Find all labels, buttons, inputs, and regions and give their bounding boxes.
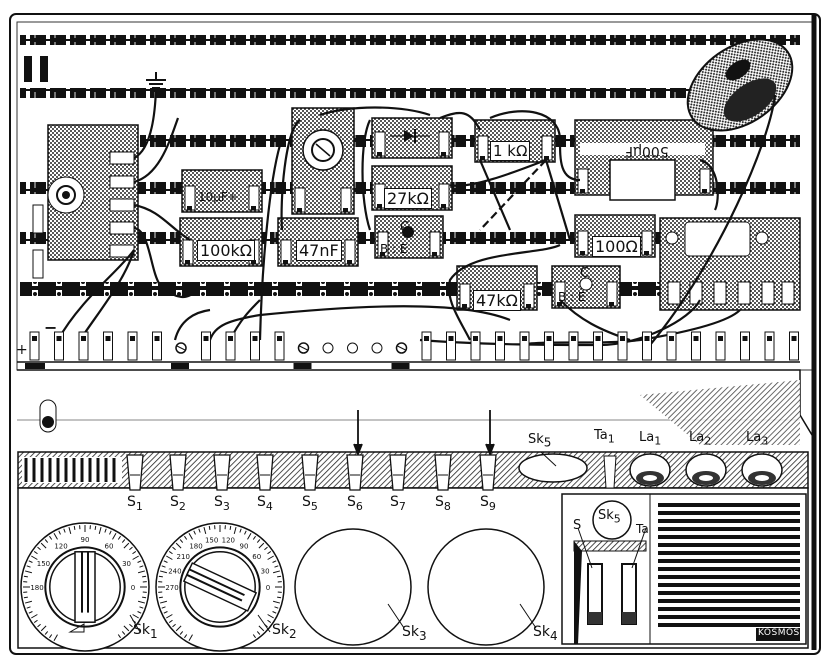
transistor-1-icon: [402, 226, 414, 238]
dial-scale-mark: 90: [240, 542, 249, 550]
spring-clip[interactable]: [470, 331, 481, 361]
spring-clip[interactable]: [495, 331, 505, 361]
ta1-button: [603, 455, 617, 489]
slide-switch-s7[interactable]: [389, 454, 407, 491]
spring-clip[interactable]: [421, 331, 432, 361]
module-cap-10uf: [181, 169, 263, 213]
module-res-1k: [474, 119, 556, 163]
dial-scale-mark: 120: [54, 542, 67, 550]
rail-top: [20, 35, 800, 45]
spring-clip[interactable]: [201, 331, 211, 361]
dial-scale-mark: 150: [205, 537, 218, 545]
dial-scale-mark: 120: [222, 537, 235, 545]
dial-scale-mark: 90: [81, 536, 90, 544]
spring-clip[interactable]: [715, 331, 726, 361]
dial-scale-mark: 150: [37, 560, 50, 568]
dial-scale-mark: 60: [252, 553, 261, 561]
dial-scale-mark: 240: [168, 568, 181, 576]
module-res-47k: [456, 265, 538, 311]
spring-clip[interactable]: [54, 331, 64, 361]
speaker-grille: [658, 503, 800, 627]
lamp-2: [685, 453, 727, 487]
dial-sk3[interactable]: [294, 528, 412, 646]
top-controls: [518, 451, 783, 489]
spring-clip[interactable]: [642, 331, 652, 361]
slide-switch-s6[interactable]: [346, 454, 364, 491]
spring-clip[interactable]: [593, 331, 603, 361]
spring-clip[interactable]: [225, 331, 236, 361]
dial-scale-mark: 30: [261, 568, 270, 576]
dial-sk1[interactable]: 180 150 120 90 60 30 0: [20, 522, 150, 652]
module-diode: [371, 117, 453, 159]
dial-scale-mark: 0: [266, 584, 270, 592]
loudspeaker: [686, 38, 794, 132]
potentiometer-dial-icon: [302, 129, 344, 171]
dial-scale-mark: 270: [165, 584, 178, 592]
spring-clip[interactable]: [789, 331, 799, 361]
slide-switch-s8[interactable]: [434, 454, 452, 491]
sk5-socket: [518, 453, 588, 483]
diode-icon: [390, 129, 430, 143]
output-module: [659, 217, 801, 311]
socket-ring: [322, 342, 334, 354]
dial-scale-mark: 60: [105, 542, 114, 550]
spring-clip[interactable]: [29, 331, 40, 361]
spring-clip[interactable]: [127, 331, 138, 361]
dial-scale-mark: 30: [122, 560, 131, 568]
module-res-100: [574, 214, 656, 258]
brand-badge: [756, 628, 800, 641]
dial-scale-mark: 180: [30, 584, 43, 592]
spring-clip[interactable]: [740, 331, 750, 361]
rail-2: [20, 88, 690, 98]
spring-clip[interactable]: [103, 331, 113, 361]
pointer-triangle-icon: [68, 623, 85, 633]
lamp-3: [741, 453, 783, 487]
socket-ring: [347, 342, 358, 354]
spring-clip[interactable]: [568, 331, 579, 361]
spring-clip[interactable]: [617, 331, 628, 361]
dial-scale-mark: 180: [189, 542, 202, 550]
dial-scale-mark: 0: [131, 584, 135, 592]
spring-clip[interactable]: [446, 331, 456, 361]
sk5-panel-socket: [592, 500, 632, 540]
input-module: [32, 124, 139, 279]
spring-clip[interactable]: [274, 331, 285, 361]
spring-clip[interactable]: [666, 331, 677, 361]
slide-switch-s2[interactable]: [169, 454, 187, 491]
slide-switch-s3[interactable]: [213, 454, 231, 491]
spring-clip[interactable]: [519, 331, 530, 361]
slide-switch-s9[interactable]: [479, 454, 497, 491]
dial-sk4[interactable]: [427, 528, 545, 646]
module-res-27k: [371, 165, 453, 211]
spring-clip[interactable]: [544, 331, 554, 361]
socket-ring: [371, 342, 383, 354]
vent-grille-left: [22, 457, 122, 483]
transistor-2-icon: [579, 277, 593, 291]
module-cap-47nf: [277, 217, 359, 267]
electrolytic-can: [609, 159, 676, 201]
slide-switch-s5[interactable]: [301, 454, 319, 491]
spring-clip[interactable]: [152, 331, 162, 361]
indicator-arrows: [353, 410, 495, 457]
terminal-strip: [17, 331, 800, 369]
spring-clip[interactable]: [250, 331, 260, 361]
spring-clip[interactable]: [78, 331, 89, 361]
module-res-100k: [179, 217, 263, 267]
side-panel: [561, 493, 807, 645]
spring-clip[interactable]: [691, 331, 701, 361]
lamp-1: [629, 453, 671, 487]
dial-scale-mark: 210: [177, 553, 190, 561]
spring-clip[interactable]: [764, 331, 775, 361]
slide-switch-s1[interactable]: [126, 454, 144, 491]
slide-switch-s4[interactable]: [256, 454, 274, 491]
